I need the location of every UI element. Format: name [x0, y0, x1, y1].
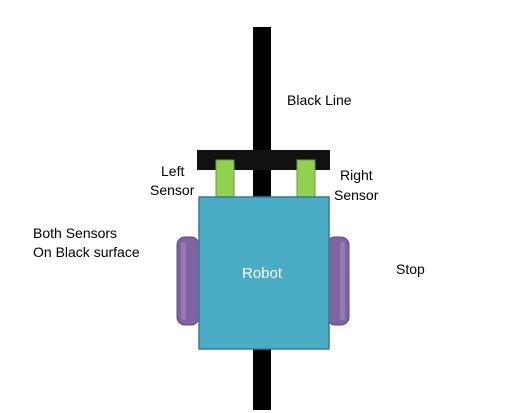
right-wheel — [326, 236, 350, 326]
condition-label-line1: Both Sensors — [33, 225, 118, 241]
right-sensor — [296, 159, 316, 201]
left-sensor-label-line2: Sensor — [150, 182, 195, 198]
right-sensor-label-line1: Right — [340, 167, 373, 183]
left-wheel — [176, 236, 200, 326]
black-line-label: Black Line — [287, 92, 352, 108]
left-sensor-label-line1: Left — [161, 163, 185, 179]
left-sensor — [215, 159, 235, 201]
condition-label-line2: On Black surface — [33, 244, 140, 260]
robot-body — [198, 196, 330, 350]
action-label: Stop — [396, 261, 425, 277]
robot-label: Robot — [242, 265, 283, 282]
right-sensor-label-line2: Sensor — [334, 187, 379, 203]
